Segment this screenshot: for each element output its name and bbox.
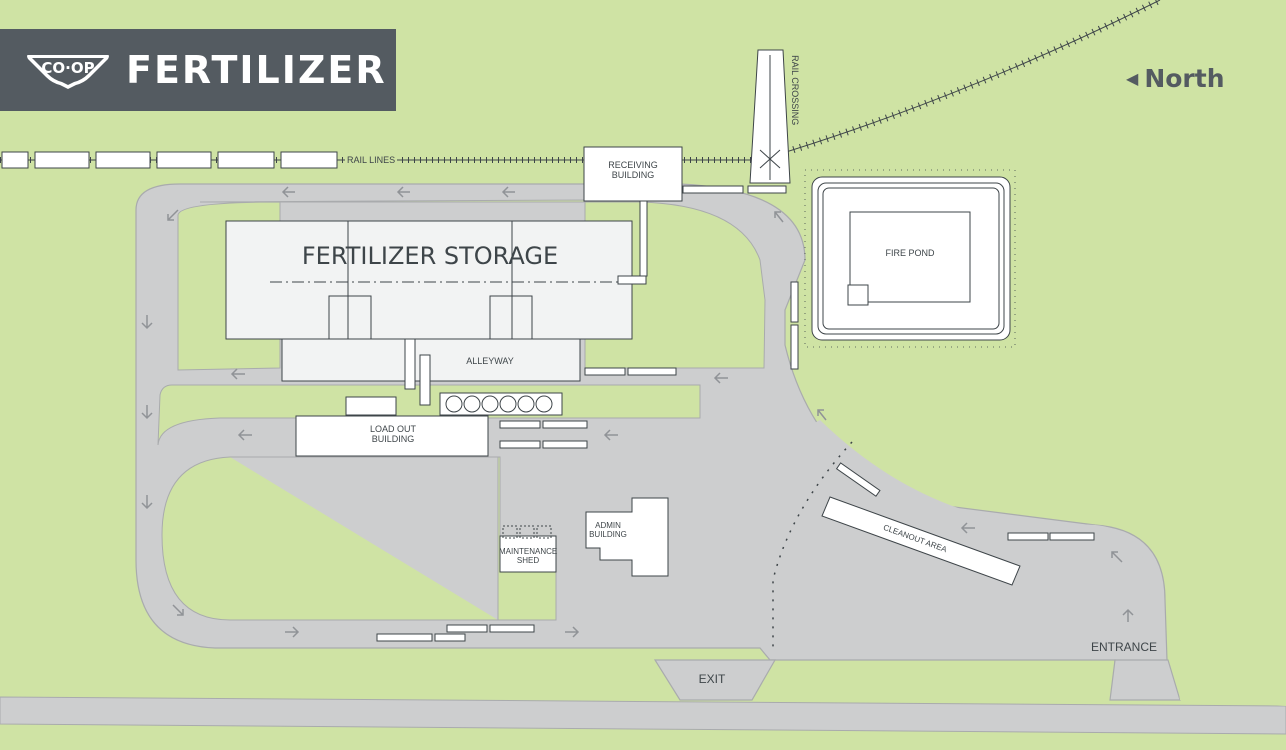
admin-building: [585, 497, 669, 577]
exit-label: EXIT: [698, 672, 726, 686]
page-title: FERTILIZER: [126, 48, 387, 92]
grass-island-center: [157, 384, 701, 446]
grass-island-east: [775, 420, 1150, 645]
header-banner: CO·OP FERTILIZER: [0, 29, 396, 111]
grass-right-strip: [1166, 600, 1286, 706]
load-out-building-label: LOAD OUT BUILDING: [369, 424, 416, 445]
receiving-building: [583, 146, 683, 202]
maintenance-shed-label: MAINTENANCE SHED: [499, 547, 558, 566]
fertilizer-storage-label: FERTILIZER STORAGE: [301, 242, 559, 270]
alleyway-structure: [281, 338, 581, 382]
triangle-left-icon: ◀: [1126, 69, 1139, 88]
receiving-building-label: RECEIVING BUILDING: [608, 160, 658, 181]
load-out-building: [295, 415, 489, 457]
admin-building-label: ADMIN BUILDING: [589, 521, 627, 540]
curved-rail-line: [759, 0, 1161, 161]
exit-spur: [653, 659, 777, 701]
north-label: North: [1144, 64, 1225, 93]
entrance-spur: [1109, 659, 1181, 701]
rail-crossing-label: RAIL CROSSING: [790, 55, 801, 126]
rail-lines-label: RAIL LINES: [345, 155, 398, 166]
coop-shield-icon: [27, 55, 109, 89]
entrance-label: ENTRANCE: [1090, 640, 1157, 654]
traffic-arrows: [141, 186, 1134, 638]
trucks: [376, 185, 1095, 642]
maintenance-shed: [499, 535, 557, 573]
fence: [804, 169, 1016, 348]
fertilizer-storage-building: [225, 220, 633, 340]
curved-rail-ties: [758, 0, 1162, 164]
rail-cars: [1, 151, 338, 169]
coop-logo: CO·OP: [24, 47, 112, 93]
conveyor: [639, 200, 648, 277]
north-indicator: ◀ North: [1126, 64, 1225, 93]
highway: [0, 696, 1286, 735]
cleanout-area: [821, 496, 1021, 586]
fire-pond-label: FIRE POND: [885, 248, 935, 258]
fire-pond: [849, 211, 971, 303]
logo-text: CO·OP: [41, 59, 95, 77]
alleyway-label: ALLEYWAY: [466, 356, 514, 366]
grass-island-south: [161, 456, 557, 621]
